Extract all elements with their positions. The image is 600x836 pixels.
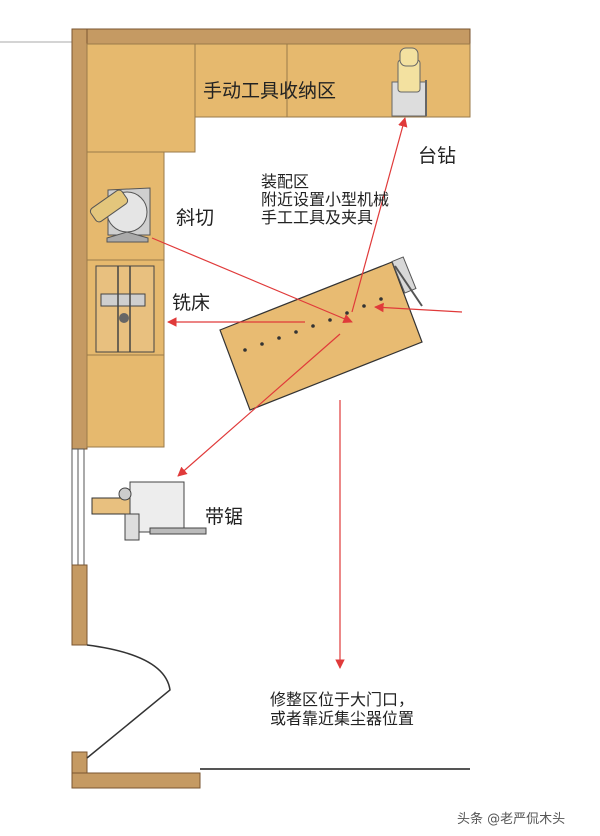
miter-saw-label: 斜切 bbox=[176, 207, 215, 229]
miter-saw-icon bbox=[89, 187, 151, 243]
door-swing bbox=[86, 644, 171, 759]
drill-press-label: 台钻 bbox=[418, 145, 457, 167]
finishing-area-detail: 或者靠近集尘器位置 bbox=[270, 709, 415, 728]
band-saw-label: 带锯 bbox=[205, 506, 244, 528]
dog-hole bbox=[362, 304, 366, 308]
top-wall bbox=[71, 28, 471, 45]
router-table-top bbox=[95, 265, 155, 353]
top-cabinet-1 bbox=[194, 43, 288, 118]
assembly-table-top bbox=[219, 261, 423, 411]
router-table-label: 铣床 bbox=[172, 292, 211, 314]
band-saw-icon bbox=[91, 481, 207, 541]
band-saw-base bbox=[149, 527, 207, 535]
arrow-from-right bbox=[374, 302, 463, 313]
assembly-area-label: 装配区 bbox=[261, 172, 310, 191]
miter-saw-motor bbox=[89, 189, 129, 223]
band-saw-leg bbox=[124, 513, 140, 541]
miter-saw-table bbox=[106, 231, 149, 243]
arrow-to-band-saw bbox=[177, 333, 341, 477]
dog-hole bbox=[328, 318, 332, 322]
left-wall-upper bbox=[71, 28, 88, 450]
dog-hole bbox=[294, 330, 298, 334]
dog-hole bbox=[345, 311, 349, 315]
dog-hole bbox=[260, 342, 264, 346]
assembly-area-detail-1: 附近设置小型机械 bbox=[261, 190, 390, 209]
watermark: 头条 @老严侃木头 bbox=[457, 812, 566, 827]
workflow-arrows bbox=[151, 117, 463, 669]
left-cabinet-3 bbox=[86, 354, 165, 448]
top-cabinet-2 bbox=[286, 43, 471, 118]
drill-press-icon bbox=[391, 47, 427, 117]
dog-hole bbox=[277, 336, 281, 340]
assembly-vise bbox=[391, 256, 417, 294]
dog-hole bbox=[311, 324, 315, 328]
corner-cabinet bbox=[86, 43, 196, 153]
dog-holes bbox=[243, 297, 383, 352]
assembly-vise-handle bbox=[394, 265, 423, 307]
band-saw-knob bbox=[118, 487, 132, 501]
hand-tool-storage-label: 手动工具收纳区 bbox=[203, 80, 337, 102]
router-bit bbox=[119, 313, 129, 323]
arrow-to-drill-press bbox=[351, 117, 408, 313]
bottom-wall bbox=[71, 772, 201, 789]
arrow-from-miter-saw bbox=[151, 237, 353, 324]
assembly-table-icon bbox=[219, 256, 423, 411]
router-table-icon bbox=[95, 265, 155, 353]
left-wall-lower bbox=[71, 564, 88, 646]
drill-press-motor bbox=[399, 47, 419, 67]
dog-hole bbox=[243, 348, 247, 352]
dog-hole bbox=[379, 297, 383, 301]
assembly-area-detail-2: 手工工具及夹具 bbox=[261, 208, 374, 227]
finishing-area-label: 修整区位于大门口， bbox=[270, 690, 415, 709]
walls bbox=[0, 28, 471, 789]
router-fence bbox=[100, 293, 146, 307]
